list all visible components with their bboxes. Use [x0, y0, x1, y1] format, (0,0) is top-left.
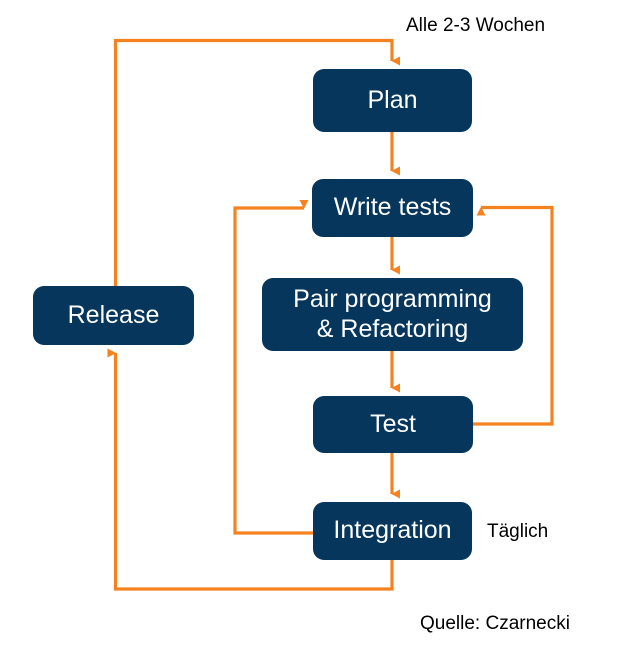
- caption-iteration-cadence: Alle 2-3 Wochen: [406, 15, 546, 36]
- node-integration-label: Integration: [333, 516, 452, 545]
- node-plan[interactable]: Plan: [313, 69, 472, 132]
- node-test[interactable]: Test: [313, 396, 473, 453]
- node-release[interactable]: Release: [33, 286, 194, 345]
- node-test-label: Test: [370, 409, 416, 438]
- edge-integration-to-write-tests: [233, 200, 313, 535]
- edge-test-to-write-tests: [473, 205, 554, 426]
- node-plan-label: Plan: [367, 85, 418, 114]
- node-write-tests-label: Write tests: [333, 193, 452, 222]
- node-pair-programming-label: Pair programming & Refactoring: [293, 285, 492, 343]
- edge-release-to-plan: [113, 38, 400, 286]
- caption-daily-cadence: Täglich: [487, 521, 549, 542]
- node-release-label: Release: [67, 300, 160, 329]
- edge-integration-to-release: [107, 348, 394, 591]
- node-write-tests[interactable]: Write tests: [312, 179, 473, 237]
- caption-source-credit: Quelle: Czarnecki: [420, 613, 570, 634]
- node-integration[interactable]: Integration: [313, 502, 472, 560]
- node-pair-programming-refactoring[interactable]: Pair programming & Refactoring: [262, 278, 523, 351]
